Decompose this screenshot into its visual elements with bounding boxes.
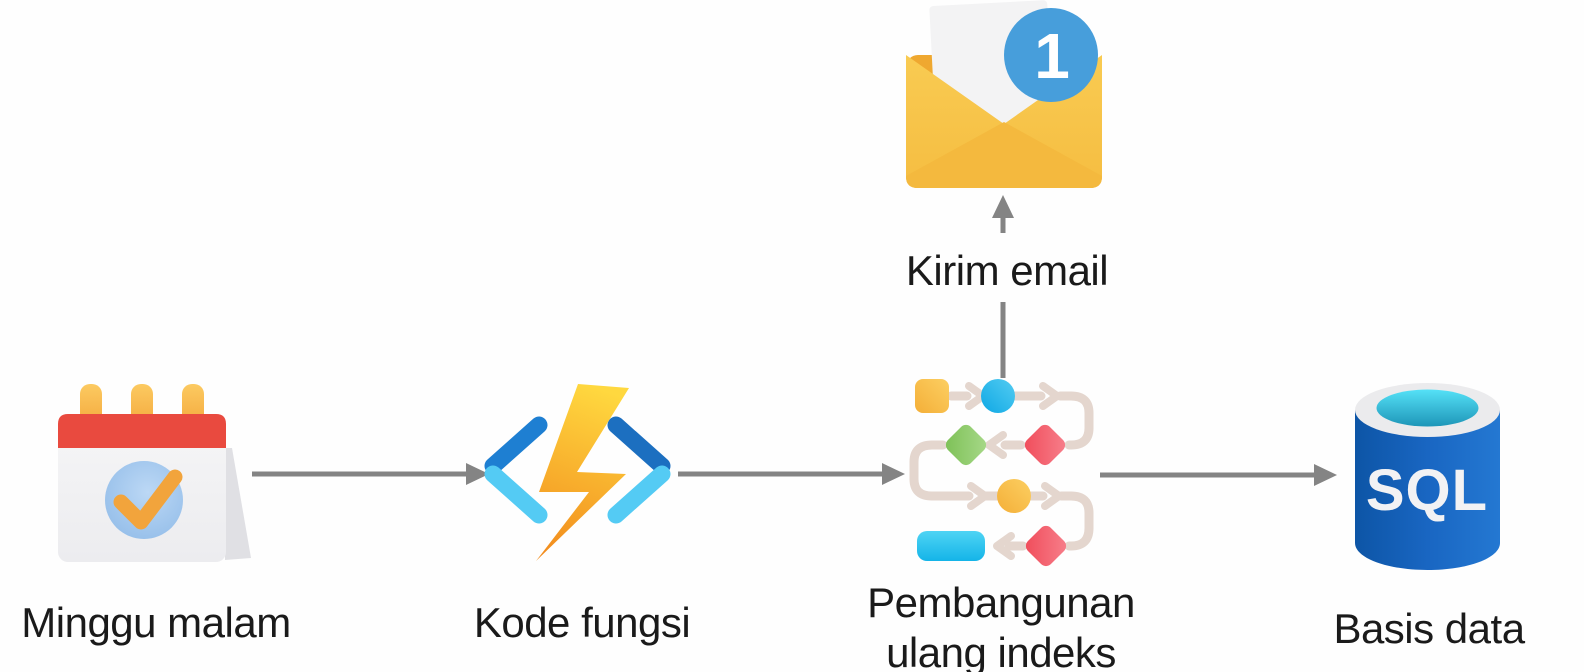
arrowhead-right-icon (1314, 464, 1337, 486)
arrow-workflow-to-email (992, 195, 1014, 378)
schedule-label: Minggu malam (21, 599, 291, 646)
right-angle-bracket-icon (607, 416, 671, 524)
function-code-label: Kode fungsi (473, 599, 691, 646)
workflow-step-red-diamond-2 (1025, 525, 1067, 567)
index-rebuild-label: Pembangunan ulang indeks (821, 578, 1181, 672)
sql-database-icon: SQL (1355, 383, 1500, 570)
workflow-icon (909, 379, 1094, 567)
lightning-bolt-icon (536, 384, 629, 561)
database-label: Basis data (1333, 605, 1525, 652)
workflow-step-blue-rect (917, 531, 985, 561)
cylinder-top-inner (1376, 389, 1479, 427)
workflow-connector-line (909, 391, 1094, 551)
arrowhead-up-icon (992, 195, 1014, 218)
arrow-function-to-workflow (678, 463, 905, 485)
send-email-label: Kirim email (905, 247, 1109, 294)
notification-badge (1004, 8, 1098, 102)
workflow-step-blue-circle (981, 379, 1015, 413)
badge-count: 1 (1034, 20, 1070, 92)
calendar-header-bar (58, 414, 226, 448)
envelope-bottom-fold (906, 122, 1102, 188)
workflow-step-red-diamond (1024, 424, 1066, 466)
checkmark-icon (113, 469, 183, 530)
left-angle-bracket-icon (484, 416, 548, 524)
calendar-page-curl (225, 448, 251, 560)
arrow-workflow-to-database (1100, 464, 1337, 486)
arrowhead-right-icon (466, 463, 489, 485)
index-rebuild-label-line2: ulang indeks (886, 629, 1116, 672)
email-envelope-icon: 1 (906, 0, 1102, 188)
arrowhead-right-icon (882, 463, 905, 485)
sql-label: SQL (1366, 458, 1488, 523)
workflow-step-green-diamond (945, 424, 987, 466)
workflow-step-yellow-square (915, 379, 949, 413)
index-rebuild-label-line1: Pembangunan (867, 579, 1135, 626)
arrow-schedule-to-function (252, 463, 489, 485)
azure-functions-icon (484, 384, 671, 561)
workflow-step-yellow-circle (997, 479, 1031, 513)
calendar-check-icon (58, 384, 251, 562)
cylinder-body (1355, 410, 1500, 570)
